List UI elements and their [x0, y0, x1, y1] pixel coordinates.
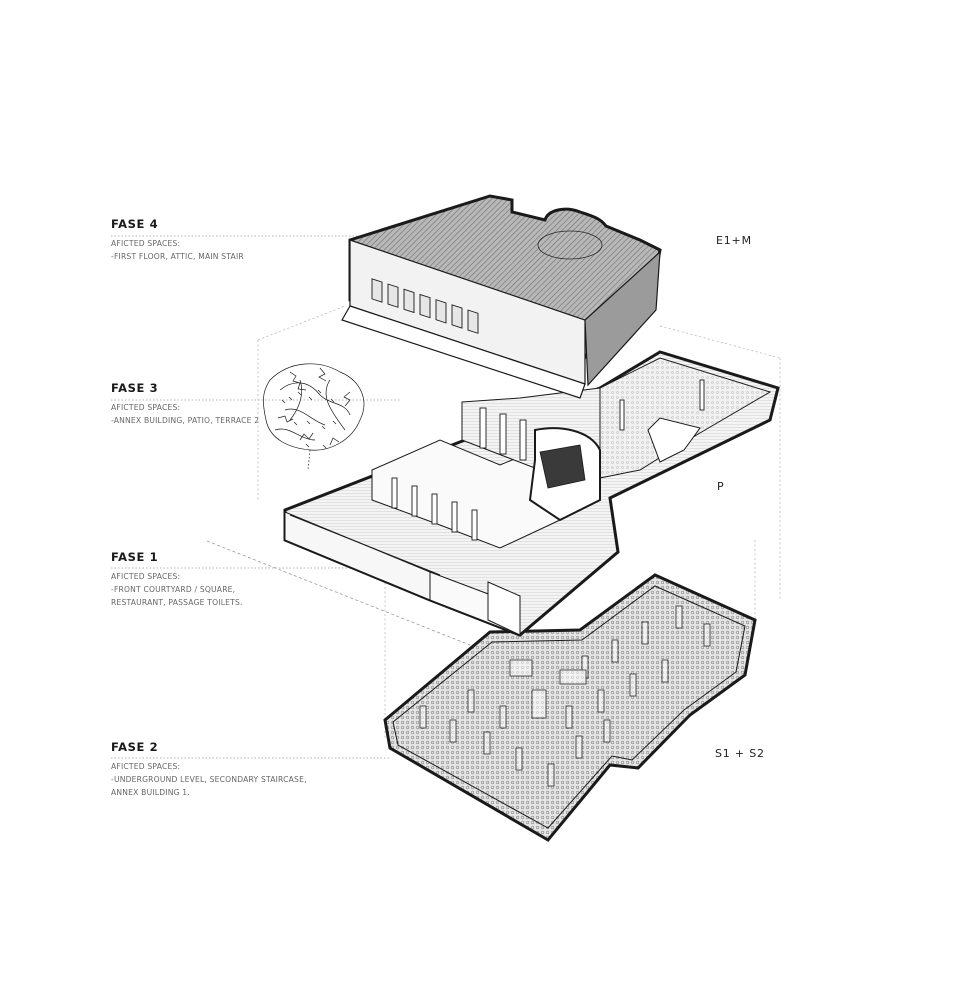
phase-subtitle: AFICTED SPACES:	[111, 403, 181, 412]
basement-level-volume	[383, 573, 757, 842]
phase-detail: -UNDERGROUND LEVEL, SECONDARY STAIRCASE,	[111, 775, 307, 784]
phase-title: FASE 3	[111, 381, 159, 395]
phase-title: FASE 1	[111, 550, 159, 564]
upper-level-volume	[341, 194, 662, 399]
ground-level-volume	[283, 350, 780, 637]
phase-4-block: FASE 4 AFICTED SPACES: -FIRST FLOOR, ATT…	[111, 217, 351, 263]
level-label-basement: S1 + S2	[715, 747, 765, 760]
phase-subtitle: AFICTED SPACES:	[111, 762, 181, 771]
phase-title: FASE 2	[111, 740, 159, 754]
phase-detail: ANNEX BUILDING 1.	[111, 788, 190, 797]
label-leader-lines	[111, 235, 471, 759]
phase-detail: -FRONT COURTYARD / SQUARE,	[111, 585, 236, 594]
phase-detail: -ANNEX BUILDING, PATIO, TERRACE 2	[111, 416, 260, 425]
phase-subtitle: AFICTED SPACES:	[111, 572, 181, 581]
phase-1-block: FASE 1 AFICTED SPACES: -FRONT COURTYARD …	[111, 550, 351, 609]
phase-detail: RESTAURANT, PASSAGE TOILETS.	[111, 598, 243, 607]
phase-detail: -FIRST FLOOR, ATTIC, MAIN STAIR	[111, 252, 244, 261]
phase-2-block: FASE 2 AFICTED SPACES: -UNDERGROUND LEVE…	[111, 740, 351, 799]
phase-subtitle: AFICTED SPACES:	[111, 239, 181, 248]
level-label-upper: E1+M	[716, 234, 752, 247]
tree-illustration	[263, 363, 365, 471]
phase-title: FASE 4	[111, 217, 159, 231]
level-label-ground: P	[717, 480, 725, 493]
phase-3-block: FASE 3 AFICTED SPACES: -ANNEX BUILDING, …	[111, 381, 351, 427]
